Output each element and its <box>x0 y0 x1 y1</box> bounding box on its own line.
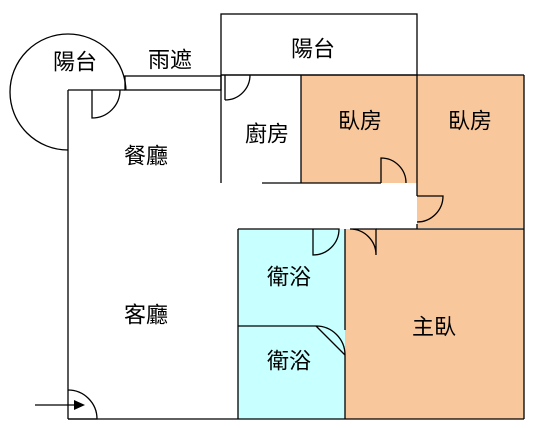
canopy-strip <box>124 75 222 91</box>
round-balcony-mask <box>68 90 138 160</box>
room-label-kitchen: 廚房 <box>245 123 289 148</box>
room-label-bath-2: 衛浴 <box>267 350 311 375</box>
arrow-right-icon <box>35 400 85 410</box>
room-label-bath-1: 衛浴 <box>267 266 311 291</box>
room-label-master-bedroom: 主臥 <box>412 316 456 341</box>
room-label-living: 客廳 <box>124 304 168 329</box>
room-label-bedroom-2: 臥房 <box>448 110 492 135</box>
master-bedroom-fill <box>345 229 524 419</box>
room-label-balcony-top: 陽台 <box>291 38 335 63</box>
room-label-canopy: 雨遮 <box>148 49 192 74</box>
room-label-dining: 餐廳 <box>124 145 168 170</box>
door-swing-icon <box>67 74 444 420</box>
walls <box>67 74 525 420</box>
room-label-bedroom-1: 臥房 <box>338 110 382 135</box>
bath-1-fill <box>238 229 345 326</box>
room-label-balcony-round: 陽台 <box>53 51 97 76</box>
bedroom-2-fill <box>417 75 524 228</box>
bath-2-fill <box>238 326 345 419</box>
